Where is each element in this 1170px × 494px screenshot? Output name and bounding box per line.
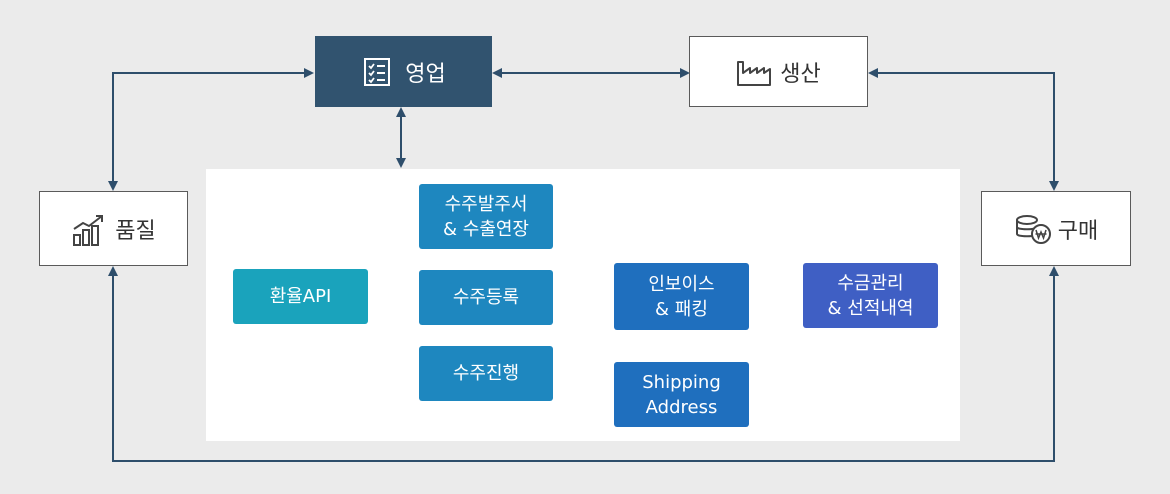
- node-shipping-address[interactable]: Shipping Address: [614, 362, 749, 427]
- connector-quality-sales: [108, 68, 314, 191]
- node-invoice-packing-label: 인보이스 & 패킹: [648, 273, 715, 320]
- node-exchange-api[interactable]: 환율API: [233, 269, 368, 324]
- connector-production-purchase: [868, 68, 1059, 191]
- node-order-registration[interactable]: 수주등록: [419, 270, 553, 325]
- node-collection-shipping[interactable]: 수금관리 & 선적내역: [803, 263, 938, 328]
- node-order-registration-label: 수주등록: [452, 287, 520, 308]
- module-quality[interactable]: 품질: [39, 191, 188, 266]
- module-production-label: 생산: [780, 61, 821, 87]
- growth-chart-icon: [71, 213, 104, 246]
- node-exchange-api-label: 환율API: [269, 286, 332, 307]
- node-order-progress-label: 수주진행: [452, 363, 520, 384]
- node-order-progress[interactable]: 수주진행: [419, 346, 553, 401]
- module-production[interactable]: 생산: [689, 36, 868, 107]
- factory-icon: [736, 56, 772, 88]
- module-purchase[interactable]: 구매: [981, 191, 1131, 266]
- module-purchase-label: 구매: [1057, 218, 1099, 244]
- connector-quality-purchase: [108, 266, 1059, 462]
- node-shipping-address-label: Shipping Address: [642, 371, 721, 418]
- node-collection-shipping-label: 수금관리 & 선적내역: [827, 272, 914, 319]
- module-sales[interactable]: 영업: [315, 36, 492, 107]
- node-order-po-extension[interactable]: 수주발주서 & 수출연장: [419, 184, 553, 249]
- coins-won-icon: [1014, 213, 1051, 245]
- module-sales-label: 영업: [405, 61, 446, 87]
- node-invoice-packing[interactable]: 인보이스 & 패킹: [614, 263, 749, 330]
- node-order-po-extension-label: 수주발주서 & 수출연장: [443, 193, 529, 240]
- module-quality-label: 품질: [115, 218, 156, 244]
- checklist-icon: [361, 56, 393, 88]
